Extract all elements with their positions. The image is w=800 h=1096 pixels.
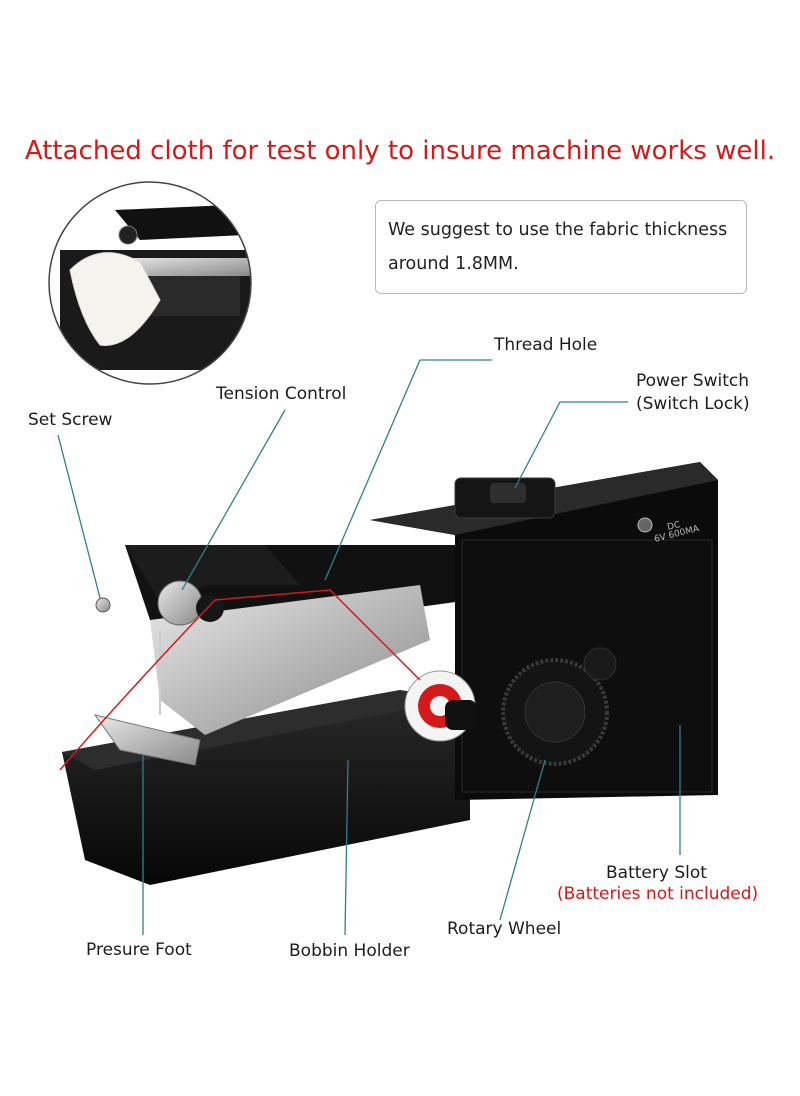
label-presure-foot: Presure Foot <box>86 940 192 960</box>
label-rotary-wheel: Rotary Wheel <box>447 919 562 939</box>
leader-set-screw <box>57 434 101 599</box>
label-power-switch: Power Switch <box>636 371 750 391</box>
label-tension-control: Tension Control <box>216 384 347 404</box>
label-battery-slot: Battery Slot <box>606 863 707 883</box>
label-battery-note: (Batteries not included) <box>557 884 759 904</box>
headline: Attached cloth for test only to insure m… <box>24 136 776 166</box>
label-bobbin-holder: Bobbin Holder <box>289 941 410 961</box>
tip-line-2: around 1.8MM. <box>388 254 519 274</box>
closeup-inset <box>48 181 252 385</box>
machine-body <box>59 462 718 885</box>
tip-line-1: We suggest to use the fabric thickness <box>388 220 728 240</box>
leader-thread-hole-pointer <box>324 359 421 581</box>
leader-bobbin-holder <box>344 759 349 936</box>
device-print-dc: DC <box>666 520 681 533</box>
label-switch-lock: (Switch Lock) <box>636 394 750 414</box>
leader-rotary-wheel <box>499 759 546 921</box>
leader-power-switch <box>514 401 628 489</box>
fabric-tip-box: We suggest to use the fabric thickness a… <box>375 200 747 294</box>
leader-tension-control <box>181 409 286 591</box>
leader-lines <box>57 359 681 936</box>
label-set-screw: Set Screw <box>28 410 113 430</box>
label-thread-hole: Thread Hole <box>494 335 598 355</box>
